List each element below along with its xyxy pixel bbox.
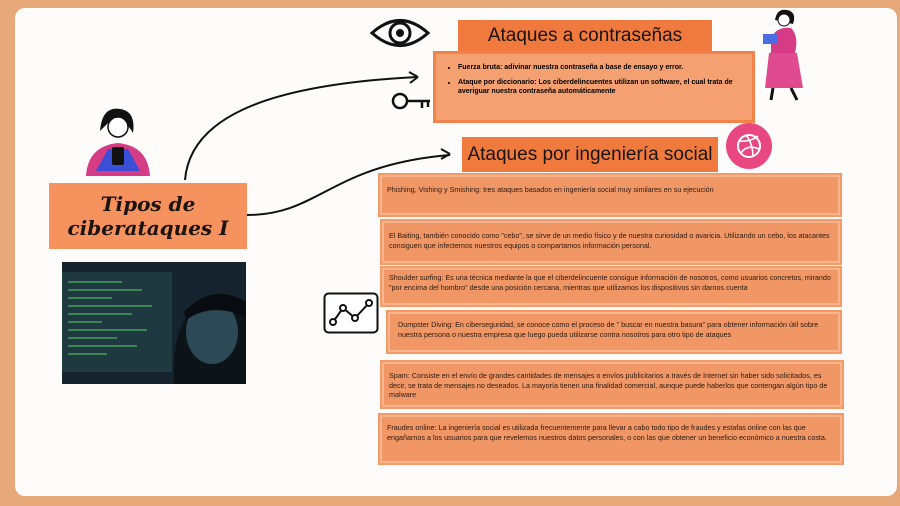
social-attack-card-online-fraud: Fraudes online: La ingeniería social es … [380,415,842,463]
hacker-photo [62,262,246,384]
password-attacks-heading: Ataques a contraseñas [458,20,712,52]
dribbble-icon [726,123,772,169]
social-attacks-heading: Ataques por ingeniería social [462,137,718,172]
line-chart-icon [323,292,379,334]
list-item: Ataque por diccionario: Los ciberdelincu… [458,78,742,96]
person-phone-illustration [86,108,150,176]
eye-icon [369,19,431,47]
social-attack-card-spam: Spam: Consiste en el envío de grandes ca… [382,362,842,407]
arrow-icon [184,71,450,216]
arrow-head-icon [440,148,451,160]
person-tablet-illustration [763,9,803,101]
key-icon [391,92,430,110]
list-item: Fuerza bruta: adivinar nuestra contraseñ… [458,63,742,72]
social-attack-card-dumpster-diving: Dumpster Diving: En ciberseguridad, se c… [388,312,840,352]
password-attacks-list: Fuerza bruta: adivinar nuestra contraseñ… [433,51,755,123]
social-attack-card-shoulder-surfing: Shoulder surfing: Es una técnica mediant… [382,268,840,305]
main-title: Tipos de ciberataques I [49,183,247,249]
social-attack-card-phishing: Phishing, Vishing y Smishing: tres ataqu… [380,175,840,215]
social-attack-card-baiting: El Baiting, también conocido como "cebo"… [382,221,840,263]
